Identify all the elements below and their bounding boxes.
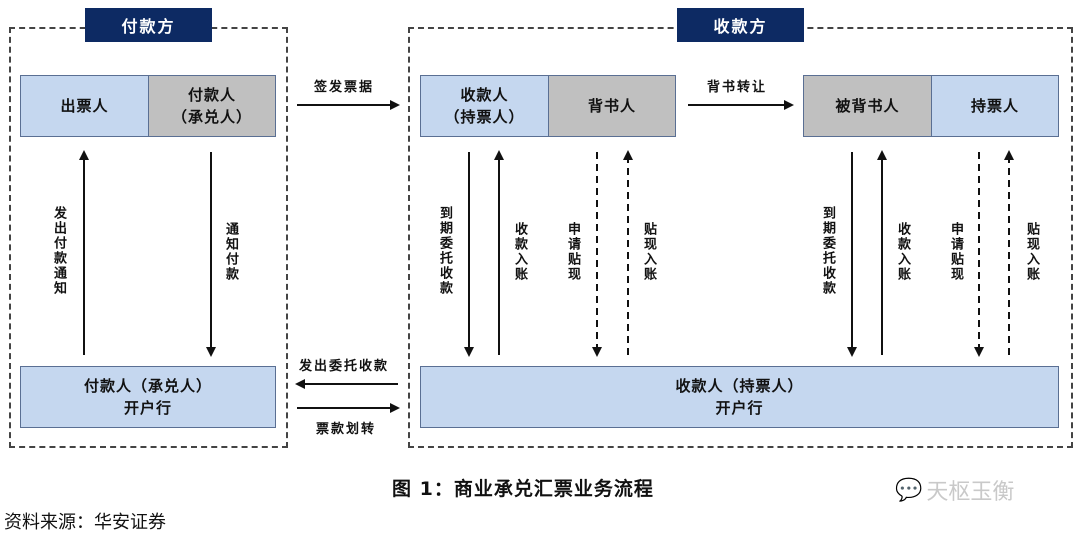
discount-credit-right-label: 贴现入账 [1024,222,1039,282]
wechat-icon: 💬 [895,477,923,503]
receive-funds-right-label: 收款入账 [895,222,910,282]
payer-acceptor-label: 付款人 （承兑人） [171,86,252,126]
endorsee-box: 被背书人 [803,75,932,137]
fund-transfer-label: 票款划转 [316,422,377,437]
endorser-box: 背书人 [548,75,676,137]
payee-holder-box: 收款人 （持票人） [420,75,549,137]
holder-label: 持票人 [970,97,1019,115]
payee-holder-label: 收款人 （持票人） [444,86,525,126]
payer-region-title: 付款方 [85,8,212,42]
figure-caption: 图 1：商业承兑汇票业务流程 [392,478,654,500]
apply-discount-left-label: 申请贴现 [565,222,580,282]
receive-funds-left-label: 收款入账 [512,222,527,282]
drawer-label: 出票人 [60,97,109,115]
payer-acceptor-box: 付款人 （承兑人） [148,75,276,137]
source-note: 资料来源：华安证券 [4,512,166,533]
collection-due-right-label: 到期委托收款 [820,206,835,296]
issue-bill-label: 签发票据 [314,80,375,95]
apply-discount-right-label: 申请贴现 [948,222,963,282]
send-payment-notice-label: 发出付款通知 [51,206,66,296]
notify-payment-label: 通知付款 [223,222,238,282]
endorsee-label: 被背书人 [835,97,900,115]
watermark-text: 天枢玉衡 [926,480,1015,505]
send-collection-label: 发出委托收款 [299,359,390,374]
discount-credit-left-label: 贴现入账 [641,222,656,282]
payer-bank-label: 付款人（承兑人） 开户行 [83,377,212,417]
drawer-box: 出票人 [20,75,149,137]
collection-due-left-label: 到期委托收款 [437,206,452,296]
payer-bank-box: 付款人（承兑人） 开户行 [20,366,276,428]
payee-bank-label: 收款人（持票人） 开户行 [675,377,804,417]
watermark: 💬 天枢玉衡 [895,474,1014,506]
payee-bank-box: 收款人（持票人） 开户行 [420,366,1059,428]
holder-box: 持票人 [931,75,1059,137]
payee-region-title: 收款方 [677,8,804,42]
endorser-label: 背书人 [587,97,636,115]
endorse-transfer-label: 背书转让 [707,80,768,95]
